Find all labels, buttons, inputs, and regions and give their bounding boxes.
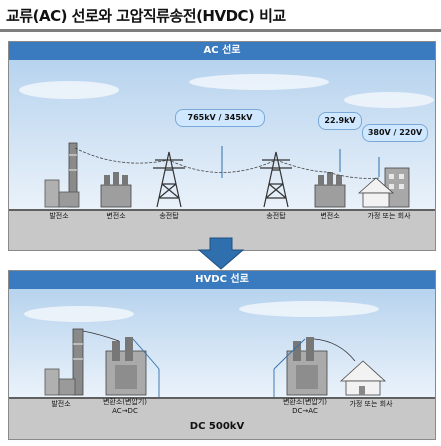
converter-station-icon [105, 337, 147, 396]
power-plant-icon [44, 328, 84, 396]
ac-voltage-high: 765kV / 345kV [175, 109, 265, 127]
cloud [19, 81, 119, 99]
label-home: 가정 또는 회사 [349, 400, 393, 408]
cloud [24, 306, 134, 322]
house-icon [357, 167, 410, 208]
hvdc-panel: HVDC 선로 [8, 270, 436, 440]
label-plant: 발전소 [49, 212, 69, 220]
ac-output-line [313, 338, 356, 362]
ac-panel-header: AC 선로 [9, 42, 435, 60]
ac-voltage-low: 380V / 220V [362, 124, 428, 142]
label-converter-2-line2: DC→AC [292, 407, 318, 415]
ac-voltage-mid: 22.9kV [318, 112, 362, 130]
hvdc-ground [9, 397, 435, 439]
power-plant-icon [44, 142, 80, 208]
dc-line [132, 338, 160, 370]
label-converter-1: 변환소(변압기) AC→DC [93, 398, 157, 416]
label-substation: 변전소 [106, 212, 126, 220]
label-converter-1-line1: 변환소(변압기) [102, 398, 148, 406]
substation-icon [314, 172, 346, 208]
label-converter-1-line2: AC→DC [112, 407, 138, 415]
cloud [239, 301, 379, 317]
label-tower: 송전탑 [159, 212, 179, 220]
label-tower: 송전탑 [266, 212, 286, 220]
label-plant: 발전소 [51, 400, 71, 408]
label-converter-2: 변환소(변압기) DC→AC [273, 398, 337, 416]
label-substation: 변전소 [320, 212, 340, 220]
ac-feed-line [82, 330, 120, 342]
cloud [344, 92, 434, 108]
label-home: 가정 또는 회사 [367, 212, 411, 220]
down-arrow-icon [197, 237, 245, 270]
converter-station-icon [286, 337, 328, 396]
dc-line [273, 338, 306, 370]
ac-power-line [74, 147, 380, 179]
dc-voltage-label: DC 500kV [189, 421, 245, 432]
page-title: 교류(AC) 선로와 고압직류송전(HVDC) 비교 [6, 7, 286, 25]
house-icon [339, 360, 387, 396]
cloud [189, 74, 329, 90]
label-converter-2-line1: 변환소(변압기) [282, 398, 328, 406]
hvdc-panel-header: HVDC 선로 [9, 271, 435, 289]
title-underline [0, 29, 441, 32]
substation-icon [100, 172, 132, 208]
ac-panel: AC 선로 [8, 41, 436, 251]
hvdc-scene [9, 289, 435, 425]
